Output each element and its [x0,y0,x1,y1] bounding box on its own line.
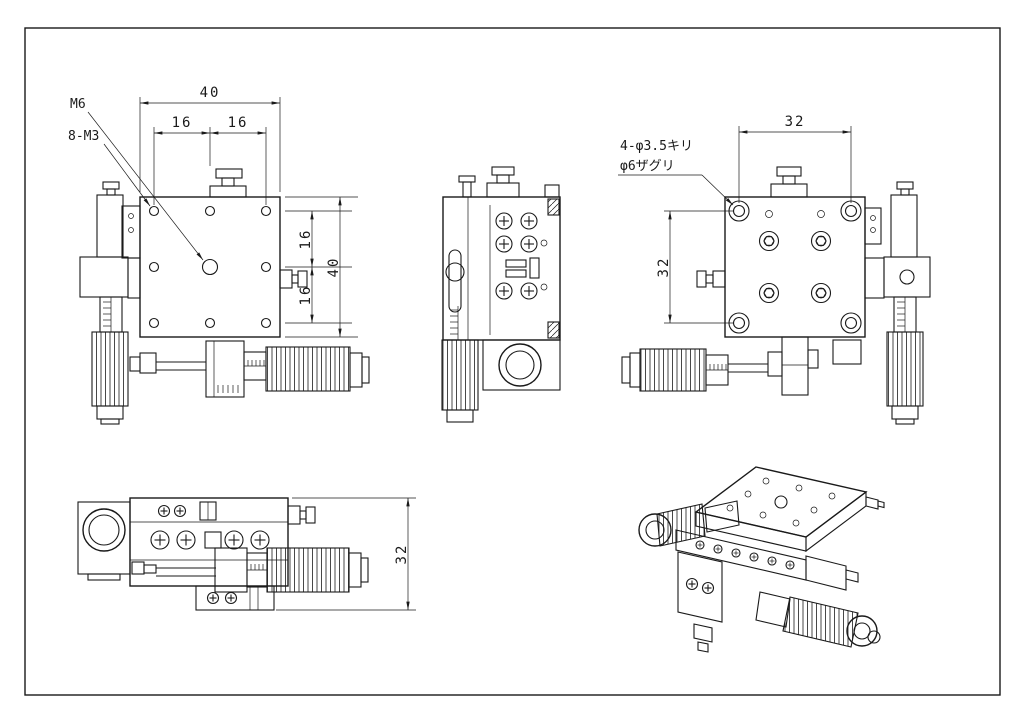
rear-dim-width: 32 [738,114,852,203]
front-right-clamp-knob [279,269,308,289]
side-clamp-block [482,339,561,391]
bottom-view: 32 [77,497,416,611]
iso-lower-block [677,551,723,653]
side-rail-hatch-bottom [547,321,560,339]
dim-text-32-plan: 32 [394,544,410,565]
leader-drill-spec [701,174,734,206]
rear-dim-height: 32 [656,210,733,324]
side-vertical-micrometer [441,306,479,423]
front-plate-holes [148,205,272,329]
plan-right-knob [287,505,316,525]
rear-horizontal-micrometer [621,336,862,396]
front-view: 40 16 16 16 16 40 M6 [68,85,370,425]
rear-top-knob [770,166,808,198]
side-view [441,166,561,423]
side-rail-hatch-top [547,198,560,216]
front-dim-hole-spacing: 16 16 [153,115,267,205]
label-8-m3: 8-M3 [68,129,99,144]
front-dim-width-total: 40 [139,85,281,192]
sheet-border [24,27,1001,696]
iso-mid-stage [675,529,859,591]
side-slot [445,249,465,313]
leader-8-m3 [103,143,151,207]
dim-text-40-height: 40 [326,257,342,278]
rear-socket-screws [758,230,832,304]
dim-text-16-lower: 16 [298,285,314,306]
label-m6: M6 [70,97,86,112]
dim-text-40-width: 40 [200,85,221,101]
dim-text-32-width: 32 [785,114,806,130]
front-stage-plate [139,196,281,338]
plan-left-block [77,501,131,581]
iso-center-hole [774,495,788,509]
plan-micrometer [214,547,369,593]
front-left-bracket [121,205,141,299]
side-screws [495,212,548,300]
front-horizontal-micrometer [129,340,370,398]
leader-m6 [87,111,204,261]
label-drill-spec: 4-φ3.5キリ [620,139,693,154]
rear-right-bracket [864,207,885,299]
rear-counterbore-holes [728,200,862,334]
plan-screws [131,501,270,575]
dim-text-16-right: 16 [228,115,249,131]
front-labels: M6 8-M3 [68,97,204,261]
rear-vertical-micrometer [883,181,931,425]
front-vertical-micrometer [79,181,129,425]
rear-view: 32 32 4-φ3.5キリ φ6ザグリ [618,114,931,425]
plan-dim-height: 32 [276,497,416,611]
front-dim-height-total: 40 [285,196,358,338]
side-top-knob [458,166,560,198]
iso-top-plate [694,466,885,553]
isometric-view [638,466,885,653]
label-counterbore-spec: φ6ザグリ [620,159,675,174]
front-top-clamp-knob [209,168,247,198]
front-dim-height-rows: 16 16 [285,210,352,324]
front-center-hole-m6 [201,258,219,276]
plan-bottom-plate [195,585,275,611]
dim-text-32-height: 32 [656,257,672,278]
dim-text-16-left: 16 [172,115,193,131]
iso-left-micrometer [638,500,740,547]
iso-bottom-micrometer [755,591,881,648]
dim-text-16-upper: 16 [298,229,314,250]
rear-left-knob [696,270,726,288]
rear-labels: 4-φ3.5キリ φ6ザグリ [618,139,734,206]
